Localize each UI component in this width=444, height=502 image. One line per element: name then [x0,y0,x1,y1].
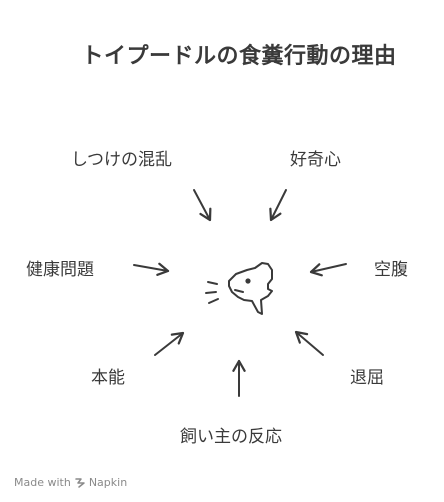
cause-label-kenkou: 健康問題 [26,260,94,280]
cause-label-taikutsu: 退屈 [350,368,384,388]
cause-label-honnou: 本能 [91,368,125,388]
footer-attribution[interactable]: Made with Napkin [14,476,127,489]
arrow-honnou [154,331,185,356]
cause-label-shitsuke: しつけの混乱 [71,150,172,170]
cause-label-kuufuku: 空腹 [374,260,408,280]
dog-head-icon [205,262,273,315]
napkin-logo-icon [75,477,85,488]
arrow-koukishin [269,189,287,222]
cause-label-koukishin: 好奇心 [290,150,341,170]
arrow-shitsuke [193,189,212,222]
arrow-kuufuku [309,263,347,277]
page-title: トイプードルの食糞行動の理由 [81,44,397,69]
footer-brand: Napkin [88,476,128,489]
footer-made-with: Made with [14,476,71,489]
cause-label-kainushi: 飼い主の反応 [180,427,282,447]
arrow-taikutsu [294,330,324,356]
arrow-kenkou [133,262,170,276]
